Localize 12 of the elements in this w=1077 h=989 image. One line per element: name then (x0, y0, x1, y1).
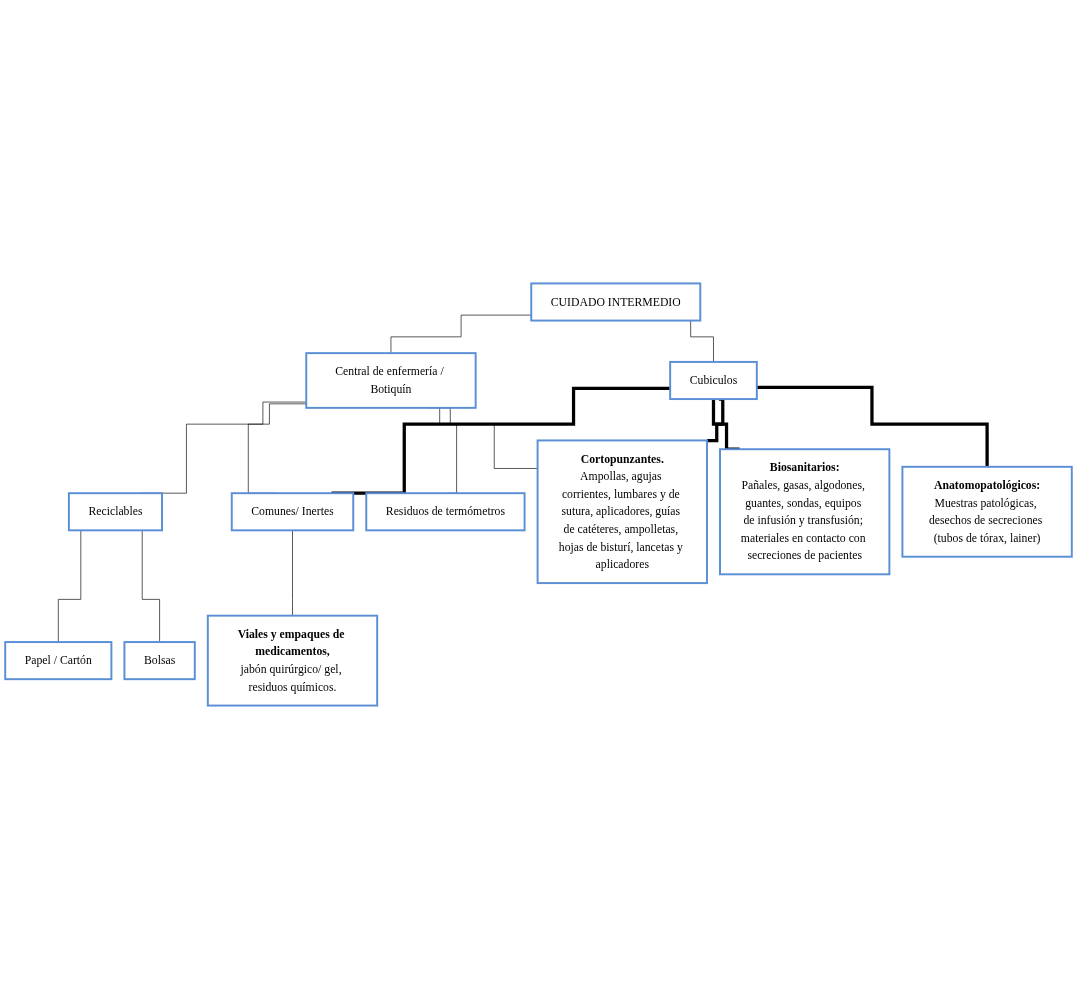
node-box: Cortopunzantes. Ampollas, agujas corrientes, lumbares y de sutura, aplicadores, guías de catéteres, ampolletas, hojas de bisturí, lancetas y aplicadores (536, 439, 708, 585)
node-box: Papel / Cartón (4, 641, 113, 681)
node-box: Anatomopatológicos: Muestras patológicas, desechos de secreciones (tubos de tórax, lainer) (901, 465, 1073, 558)
node-box: Comunes/ Inertes (230, 492, 355, 532)
node-box: Residuos de termómetros (365, 492, 526, 532)
node-box: Bolsas (123, 641, 196, 681)
node-box: Cubiculos (669, 360, 758, 401)
node-box: Central de enfermería / Botiquín (305, 352, 477, 409)
node-box: CUIDADO INTERMEDIO (530, 282, 702, 322)
node-box: Viales y empaques de medicamentos, jabón quirúrgico/ gel, residuos químicos. (206, 614, 379, 707)
node-box: Reciclables (67, 492, 163, 532)
node-box: Biosanitarios: Pañales, gasas, algodones, guantes, sondas, equipos de infusión y transfusión; materiales en contacto con secreciones de pacientes (719, 448, 891, 576)
